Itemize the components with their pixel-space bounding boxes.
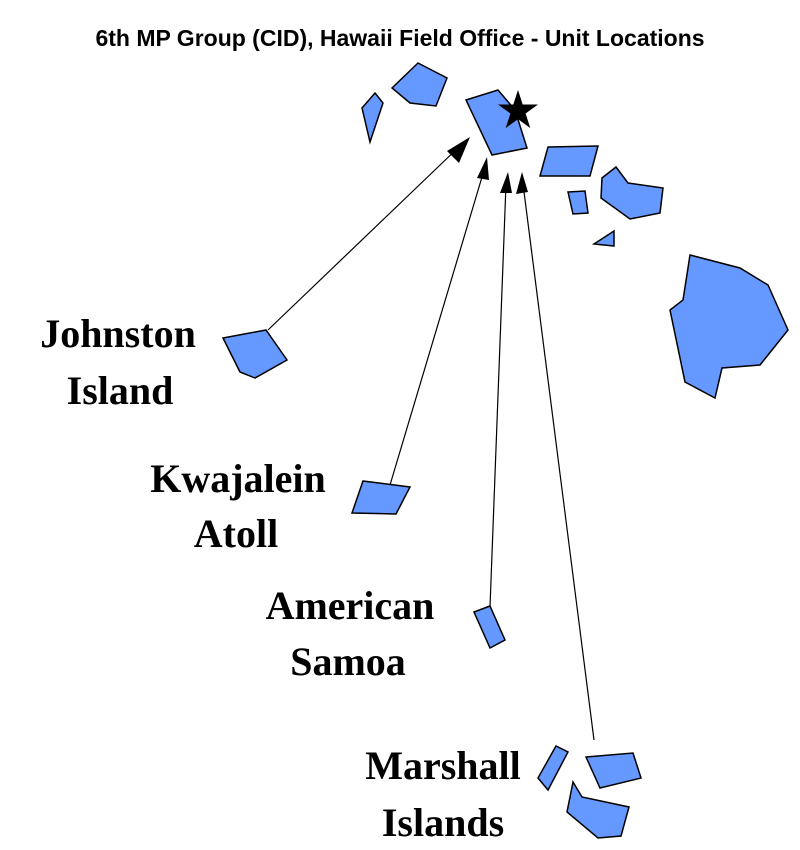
island-marshall-3 xyxy=(566,779,630,839)
arrowhead-johnston xyxy=(447,137,470,163)
arrow-johnston xyxy=(267,143,463,331)
label-johnston-line-2: Island xyxy=(67,368,174,413)
island-big-island xyxy=(669,254,789,400)
label-marshall-line-2: Islands xyxy=(382,800,504,845)
label-samoa-line-2: Samoa xyxy=(290,639,406,684)
island-johnston xyxy=(221,329,289,379)
hawaiian-islands xyxy=(361,62,789,400)
island-maui xyxy=(600,165,664,220)
label-kwajalein-line-1: Kwajalein xyxy=(150,456,326,501)
island-molokai xyxy=(539,145,599,177)
island-niihau xyxy=(361,91,384,145)
island-marshall-2 xyxy=(584,752,642,789)
island-lanai xyxy=(567,190,589,215)
arrows xyxy=(267,137,595,741)
label-johnston-line-1: Johnston xyxy=(40,311,196,356)
arrowhead-american-samoa xyxy=(500,172,512,193)
arrow-kwajalein xyxy=(389,166,486,486)
arrow-american-samoa xyxy=(489,183,507,608)
island-kauai xyxy=(390,62,448,107)
arrowhead-marshall xyxy=(516,172,528,194)
island-american-samoa xyxy=(472,605,506,650)
label-samoa-line-1: American xyxy=(266,583,435,628)
label-marshall-line-1: Marshall xyxy=(365,743,521,788)
island-kwajalein xyxy=(350,480,412,515)
arrow-marshall xyxy=(522,183,595,741)
star-icon xyxy=(498,90,538,129)
location-labels: Johnston Island Kwajalein Atoll American… xyxy=(40,311,521,845)
page-title: 6th MP Group (CID), Hawaii Field Office … xyxy=(95,25,704,51)
island-marshall-1 xyxy=(537,745,570,792)
island-kahoolawe xyxy=(591,229,615,247)
unit-islands xyxy=(221,329,642,839)
arrowhead-kwajalein xyxy=(477,157,489,180)
label-kwajalein-line-2: Atoll xyxy=(194,511,278,556)
